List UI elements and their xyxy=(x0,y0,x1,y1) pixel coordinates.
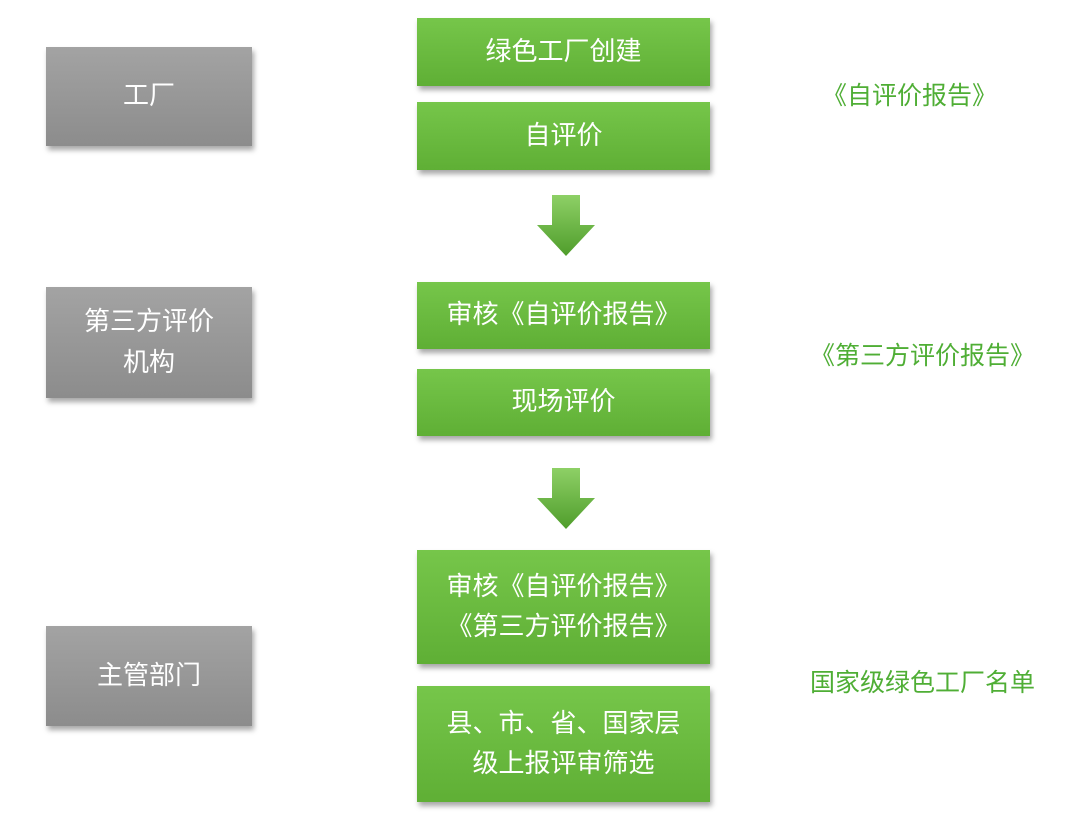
step-label: 县、市、省、国家层 级上报评审筛选 xyxy=(446,708,681,779)
step-label: 绿色工厂创建 xyxy=(485,36,642,67)
step-site-evaluation: 现场评价 xyxy=(417,369,710,436)
step-label: 自评价 xyxy=(524,120,603,151)
output-national-list: 国家级绿色工厂名单 xyxy=(810,668,1036,697)
output-third-party-report: 《第三方评价报告》 xyxy=(810,341,1036,370)
down-arrow-icon xyxy=(537,468,595,529)
step-review-both-reports: 审核《自评价报告》 《第三方评价报告》 xyxy=(417,550,710,664)
step-self-evaluation: 自评价 xyxy=(417,102,710,170)
step-level-screening: 县、市、省、国家层 级上报评审筛选 xyxy=(417,686,710,802)
step-green-factory-creation: 绿色工厂创建 xyxy=(417,18,710,86)
step-label: 审核《自评价报告》 xyxy=(446,300,681,331)
role-factory-box: 工厂 xyxy=(46,47,252,146)
step-review-self-report: 审核《自评价报告》 xyxy=(417,282,710,349)
step-label: 现场评价 xyxy=(511,387,616,418)
role-factory-label: 工厂 xyxy=(122,81,175,112)
role-authority-box: 主管部门 xyxy=(46,626,252,726)
role-third-party-label: 第三方评价 机构 xyxy=(83,307,214,378)
down-arrow-icon xyxy=(537,195,595,256)
role-third-party-box: 第三方评价 机构 xyxy=(46,287,252,398)
step-label: 审核《自评价报告》 《第三方评价报告》 xyxy=(446,571,681,642)
output-self-report: 《自评价报告》 xyxy=(822,81,998,110)
role-authority-label: 主管部门 xyxy=(96,660,201,691)
